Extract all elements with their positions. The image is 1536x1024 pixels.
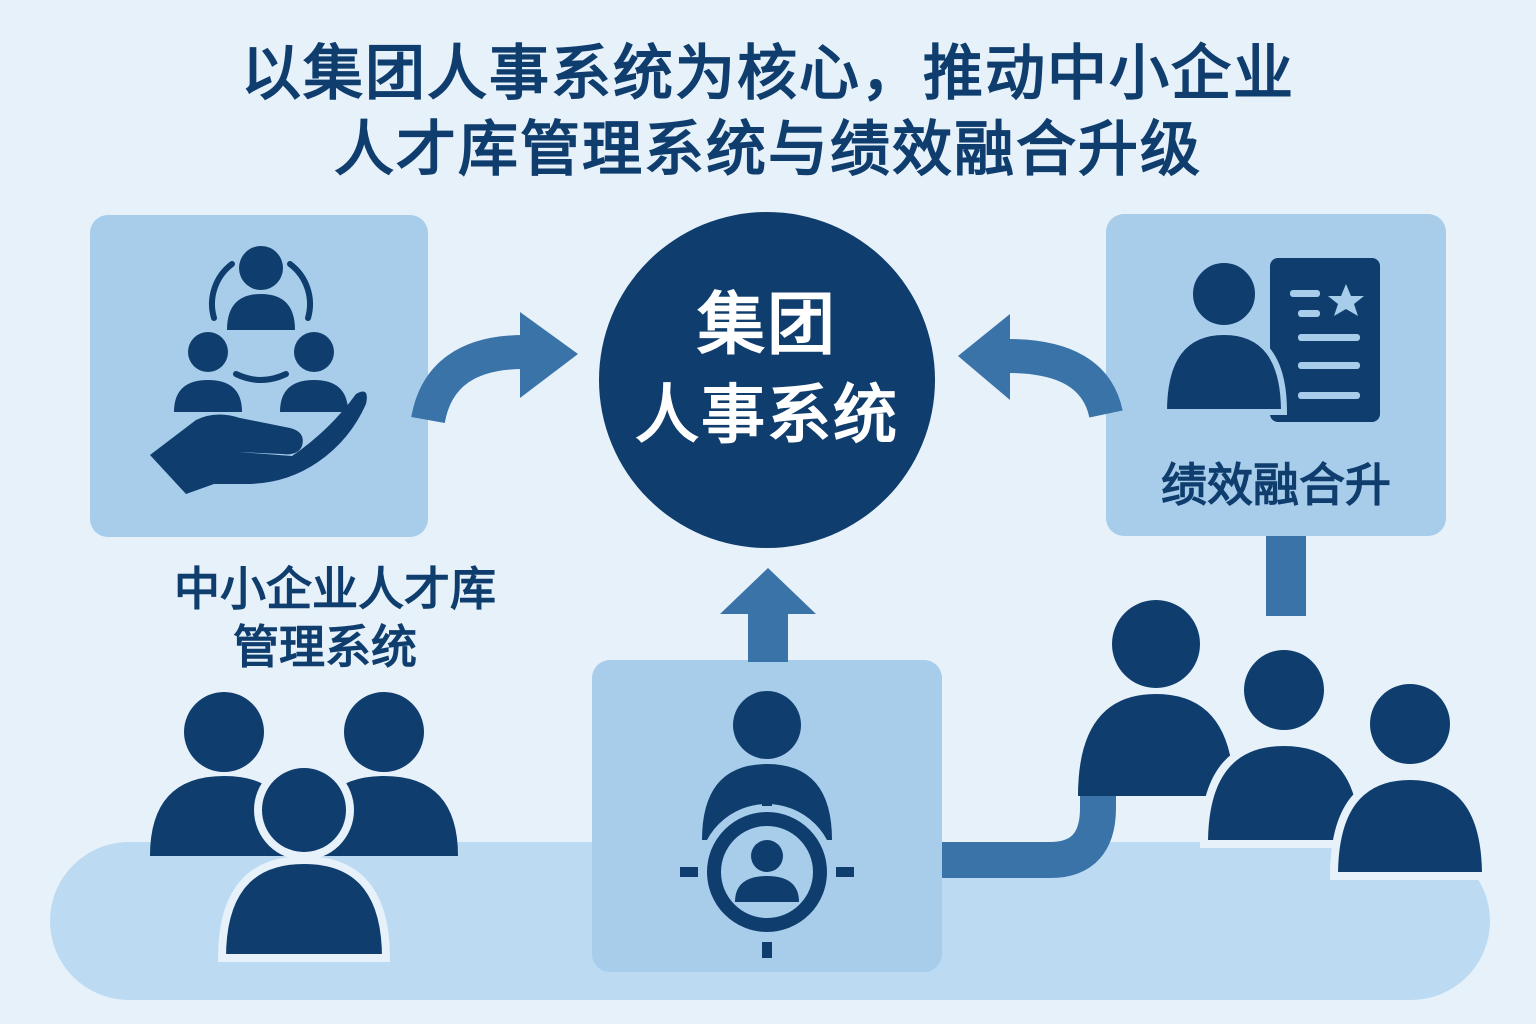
hub-circle (599, 212, 935, 548)
right-node-label: 绩效融合升 (1161, 458, 1391, 512)
arrow-right-to-hub (958, 314, 1123, 419)
connector-bottom-to-people (942, 780, 1116, 878)
person-profile-star-icon (1160, 257, 1380, 422)
page-title-line-1: 以集团人事系统为核心，推动中小企业 (241, 39, 1295, 109)
left-node-label-line-1: 中小企业人才库 (174, 562, 496, 616)
right-card-connector (1266, 536, 1306, 616)
team-care-hand-icon (150, 246, 367, 494)
people-group-icon-right (1078, 600, 1491, 880)
hub-label-line-2: 人事系统 (635, 379, 899, 453)
page-title-line-2: 人才库管理系统与绩效融合升级 (334, 115, 1202, 185)
arrow-bottom-to-hub (720, 568, 816, 662)
arrow-left-to-hub (411, 312, 578, 424)
left-node-label-line-2: 管理系统 (233, 620, 417, 674)
target-person-icon (680, 691, 854, 958)
hub-label-line-1: 集团 (696, 286, 837, 365)
people-group-icon-left (150, 692, 458, 962)
